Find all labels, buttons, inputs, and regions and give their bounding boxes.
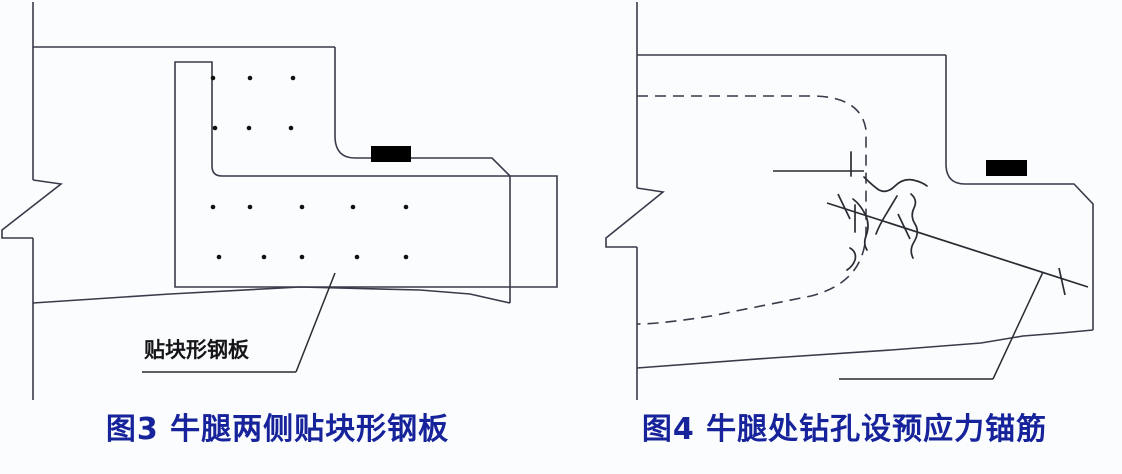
column-break-line xyxy=(605,187,665,248)
bearing-plate xyxy=(986,160,1027,176)
steel-plate-outline xyxy=(174,61,558,288)
corbel-outer-profile xyxy=(334,47,511,303)
corbel-outer-profile xyxy=(945,55,1094,330)
anchor-label-leader-line xyxy=(992,271,1044,380)
bolt-dot xyxy=(261,254,267,260)
anchor-bar-tick xyxy=(837,193,851,220)
figure-4-drawing xyxy=(605,2,1094,400)
crack-stroke xyxy=(852,198,869,251)
bolt-dot xyxy=(216,254,222,260)
figure-3-panel: 贴块形钢板 图3 牛腿两侧贴块形钢板 xyxy=(1,2,558,447)
crack-stroke xyxy=(875,195,898,235)
figure-4-panel: 裂缝 预应力锚筋 图4 牛腿处钻孔设预应力锚筋 xyxy=(561,0,1122,474)
bolt-dot xyxy=(212,125,218,131)
bolt-dot xyxy=(290,75,296,81)
bolt-dot xyxy=(288,125,294,131)
bolt-dot xyxy=(403,204,409,210)
crack-stroke xyxy=(863,176,928,193)
crack-stroke xyxy=(846,247,857,271)
anchor-bar-tick xyxy=(897,213,911,240)
bearing-plate xyxy=(371,146,411,162)
crack-stroke xyxy=(910,193,919,259)
prestress-anchor-bar xyxy=(826,202,1089,288)
ground-slope-line xyxy=(636,329,1094,369)
figure-3-caption: 图3 牛腿两侧贴块形钢板 xyxy=(105,412,450,447)
steel-plate-leader-line xyxy=(295,272,336,373)
bolt-dot xyxy=(299,204,305,210)
reinforcement-dashed-outline xyxy=(636,95,867,325)
bolt-dot-group xyxy=(210,75,409,260)
bolt-dot xyxy=(210,75,216,81)
figure-4-caption: 图4 牛腿处钻孔设预应力锚筋 xyxy=(641,412,1048,447)
figure-3-drawing xyxy=(1,2,558,400)
bolt-dot xyxy=(350,204,356,210)
anchor-bar-tick xyxy=(1058,267,1066,296)
bolt-dot xyxy=(403,254,409,260)
column-break-line xyxy=(1,179,63,239)
bolt-dot xyxy=(247,204,253,210)
bolt-dot xyxy=(299,254,305,260)
bolt-dot xyxy=(210,204,216,210)
bolt-dot xyxy=(246,125,252,131)
bolt-dot xyxy=(247,75,253,81)
ground-slope-line xyxy=(32,286,511,304)
steel-plate-label: 贴块形钢板 xyxy=(144,338,249,362)
bolt-dot xyxy=(354,254,360,260)
